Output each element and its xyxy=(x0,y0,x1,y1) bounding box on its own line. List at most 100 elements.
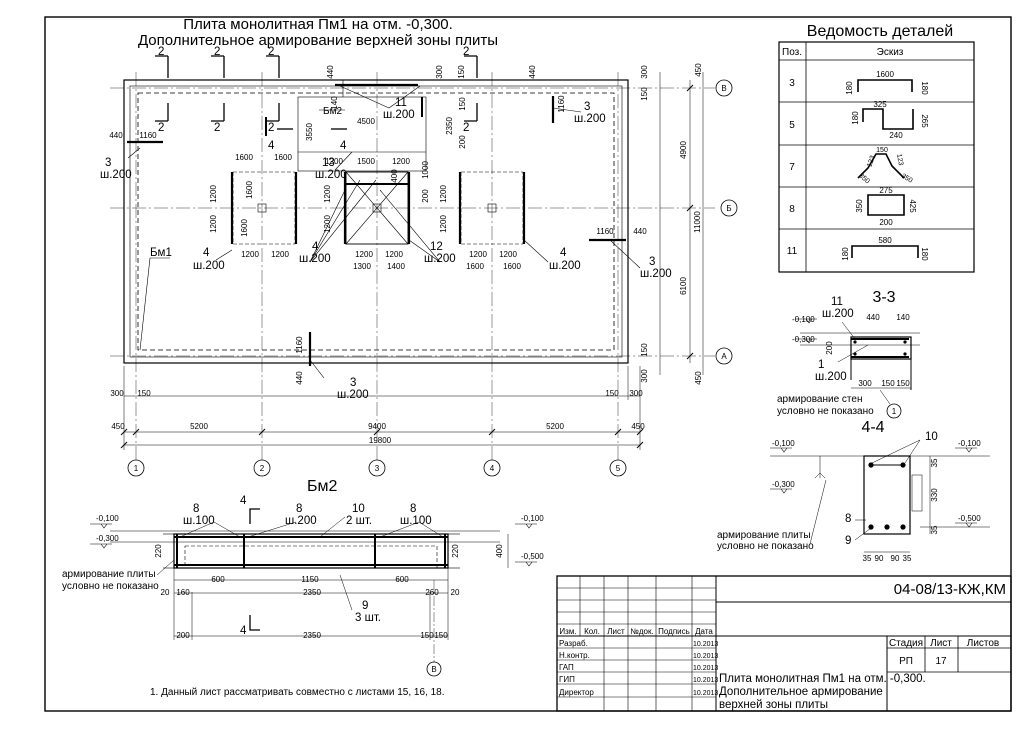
dim-text: 2350 xyxy=(303,588,321,597)
dim-text: 1400 xyxy=(387,262,405,271)
schedule-dim: 180 xyxy=(920,81,929,95)
dim-text: 150 xyxy=(605,389,619,398)
dim-text: 600 xyxy=(211,575,225,584)
section-mark-label: 4 xyxy=(240,625,247,637)
dim-text: 150 xyxy=(458,97,467,111)
schedule-pos: 11 xyxy=(787,246,798,257)
dim-text: 1600 xyxy=(466,262,484,271)
dim-text: 90 xyxy=(875,554,884,563)
section-mark-label: 2 xyxy=(158,46,164,58)
dim-text: 1200 xyxy=(439,215,448,233)
dim-text: 440 xyxy=(295,371,304,385)
axis-label: А xyxy=(721,352,727,361)
dim-text: 20 xyxy=(161,588,170,597)
dim-text: 1200 xyxy=(355,250,373,259)
dim-text: 90 xyxy=(891,554,900,563)
section-mark-label: 2 xyxy=(214,46,220,58)
section-note: армирование стен xyxy=(777,394,862,405)
section-33-title: 3-3 xyxy=(872,289,895,306)
section-mark-label: 2 xyxy=(158,122,164,134)
step-label: ш.200 xyxy=(815,371,847,383)
dim-text: 450 xyxy=(694,63,703,77)
section-mark-label: 4 xyxy=(340,140,347,152)
schedule-table xyxy=(778,41,975,273)
step-label: ш.200 xyxy=(299,253,331,265)
dim-text: 1200 xyxy=(271,250,289,259)
section-mark-label: 4 xyxy=(240,495,247,507)
schedule-dim: 275 xyxy=(879,186,893,195)
position-number: 4 xyxy=(560,247,567,259)
section-note: условно не показано xyxy=(777,406,874,417)
position-number: 13 xyxy=(322,157,335,169)
schedule-dim: 180 xyxy=(841,247,850,261)
dim-text: 20 xyxy=(451,588,460,597)
dim-text: 1160 xyxy=(139,131,157,140)
position-number: 9 xyxy=(845,535,851,547)
schedule-text: Поз. Эскиз 3 1600 180 180 5 325 180 240 … xyxy=(782,47,929,261)
step-label: ш.200 xyxy=(549,260,581,272)
dim-text: 1200 xyxy=(499,250,517,259)
stamp-header: №док. xyxy=(630,627,653,636)
dim-text: 440 xyxy=(528,65,537,79)
dim-text: 9400 xyxy=(368,422,386,431)
count-label: 3 шт. xyxy=(355,612,381,624)
dim-text: 1200 xyxy=(323,215,332,233)
position-number: 11 xyxy=(831,296,843,308)
dim-text: 1200 xyxy=(209,215,218,233)
position-number: 8 xyxy=(845,513,851,525)
dim-text: 600 xyxy=(395,575,409,584)
schedule-dim: 150 xyxy=(876,147,888,154)
stamp-date: 10.2013 xyxy=(693,665,718,672)
dim-text: 160 xyxy=(176,588,190,597)
schedule-dim: 180 xyxy=(920,247,929,261)
position-number: 8 xyxy=(410,503,416,515)
schedule-dim: 265 xyxy=(920,114,929,128)
slab-plan xyxy=(110,55,715,460)
axis-label: Б xyxy=(726,204,731,213)
schedule-pos: 5 xyxy=(789,120,795,131)
position-number: 8 xyxy=(296,503,302,515)
dim-text: 19800 xyxy=(369,436,392,445)
stamp-stage-header: Стадия xyxy=(889,638,923,649)
dim-text: 440 xyxy=(326,65,335,79)
level-mark: -0,500 xyxy=(958,514,981,523)
section-mark-label: 2 xyxy=(214,122,220,134)
stamp-role: Н.контр. xyxy=(559,651,590,660)
dim-text: 1600 xyxy=(274,153,292,162)
bm2-note: армирование плиты xyxy=(62,569,156,580)
dim-text: 200 xyxy=(458,135,467,149)
dim-text: 1200 xyxy=(241,250,259,259)
step-label: ш.100 xyxy=(400,515,432,527)
step-label: ш.200 xyxy=(574,113,606,125)
plan-labels: 2 2 2 2 2 2 2 2 4 4 3 ш.200 3 ш.200 3 ш.… xyxy=(100,46,703,445)
bm2-note: условно не показано xyxy=(62,581,159,592)
dim-text: 1150 xyxy=(301,575,319,584)
dim-text: 150 xyxy=(457,65,466,79)
section-33-text: 11 ш.200 1 ш.200 -0,100 -0,300 440 140 3… xyxy=(777,296,910,417)
dim-text: 140 xyxy=(896,313,910,322)
level-mark: -0,100 xyxy=(792,315,815,324)
schedule-pos: 7 xyxy=(789,162,795,173)
dim-text: 1600 xyxy=(235,153,253,162)
dim-text: 3550 xyxy=(305,123,314,141)
dim-text: 35 xyxy=(930,458,939,467)
dim-text: 1160 xyxy=(557,95,566,113)
step-label: ш.200 xyxy=(100,169,132,181)
dim-text: 11000 xyxy=(693,211,702,233)
axis-label: 3 xyxy=(375,464,380,473)
dim-text: 140 xyxy=(330,96,339,110)
stamp-role: ГАП xyxy=(559,663,574,672)
axis-label: 1 xyxy=(134,464,139,473)
dim-text: 260 xyxy=(425,588,439,597)
axis-label: 5 xyxy=(616,464,621,473)
stamp-role: Разраб. xyxy=(559,639,588,648)
dim-text: 150 xyxy=(420,631,434,640)
dim-text: 1200 xyxy=(325,157,343,166)
dim-text: 400 xyxy=(495,544,504,558)
bm2-text: 8 ш.100 8 ш.200 10 2 шт. 8 ш.100 9 3 шт.… xyxy=(62,495,544,674)
dim-text: 300 xyxy=(640,369,649,383)
count-label: 2 шт. xyxy=(346,515,372,527)
beam-label: Бм2 xyxy=(323,106,342,117)
